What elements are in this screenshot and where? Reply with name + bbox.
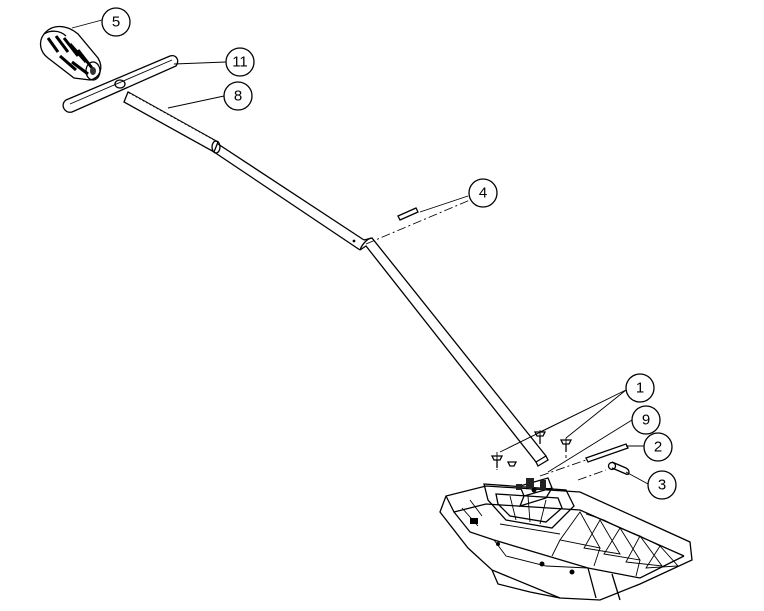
part-3-clip — [577, 461, 630, 481]
callout-8-label: 8 — [234, 88, 242, 105]
callout-9: 9 — [631, 405, 661, 435]
base-tray — [439, 478, 693, 601]
part-8-knurled-sleeve — [123, 91, 221, 154]
leader-lines — [71, 19, 649, 485]
part-5-grip — [39, 25, 102, 81]
handle-shaft — [213, 143, 549, 467]
callout-4: 4 — [468, 178, 498, 208]
callout-9-label: 9 — [642, 412, 650, 429]
callout-1: 1 — [625, 373, 655, 403]
callout-3: 3 — [647, 470, 677, 500]
part-2-long-pin — [539, 443, 629, 477]
part-11-plate — [62, 54, 179, 113]
callout-11: 11 — [225, 47, 255, 77]
callout-1-label: 1 — [636, 380, 644, 397]
callout-3-label: 3 — [658, 477, 666, 494]
callout-4-label: 4 — [479, 185, 487, 202]
callout-5-label: 5 — [112, 14, 120, 31]
part-1-screws — [490, 430, 573, 470]
part-9-bracket — [518, 477, 553, 508]
callout-8: 8 — [223, 81, 253, 111]
callout-11-label: 11 — [232, 54, 248, 71]
callout-2-label: 2 — [654, 439, 662, 456]
part-4-pin — [365, 199, 471, 245]
callout-2: 2 — [643, 432, 673, 462]
callout-5: 5 — [101, 7, 131, 37]
